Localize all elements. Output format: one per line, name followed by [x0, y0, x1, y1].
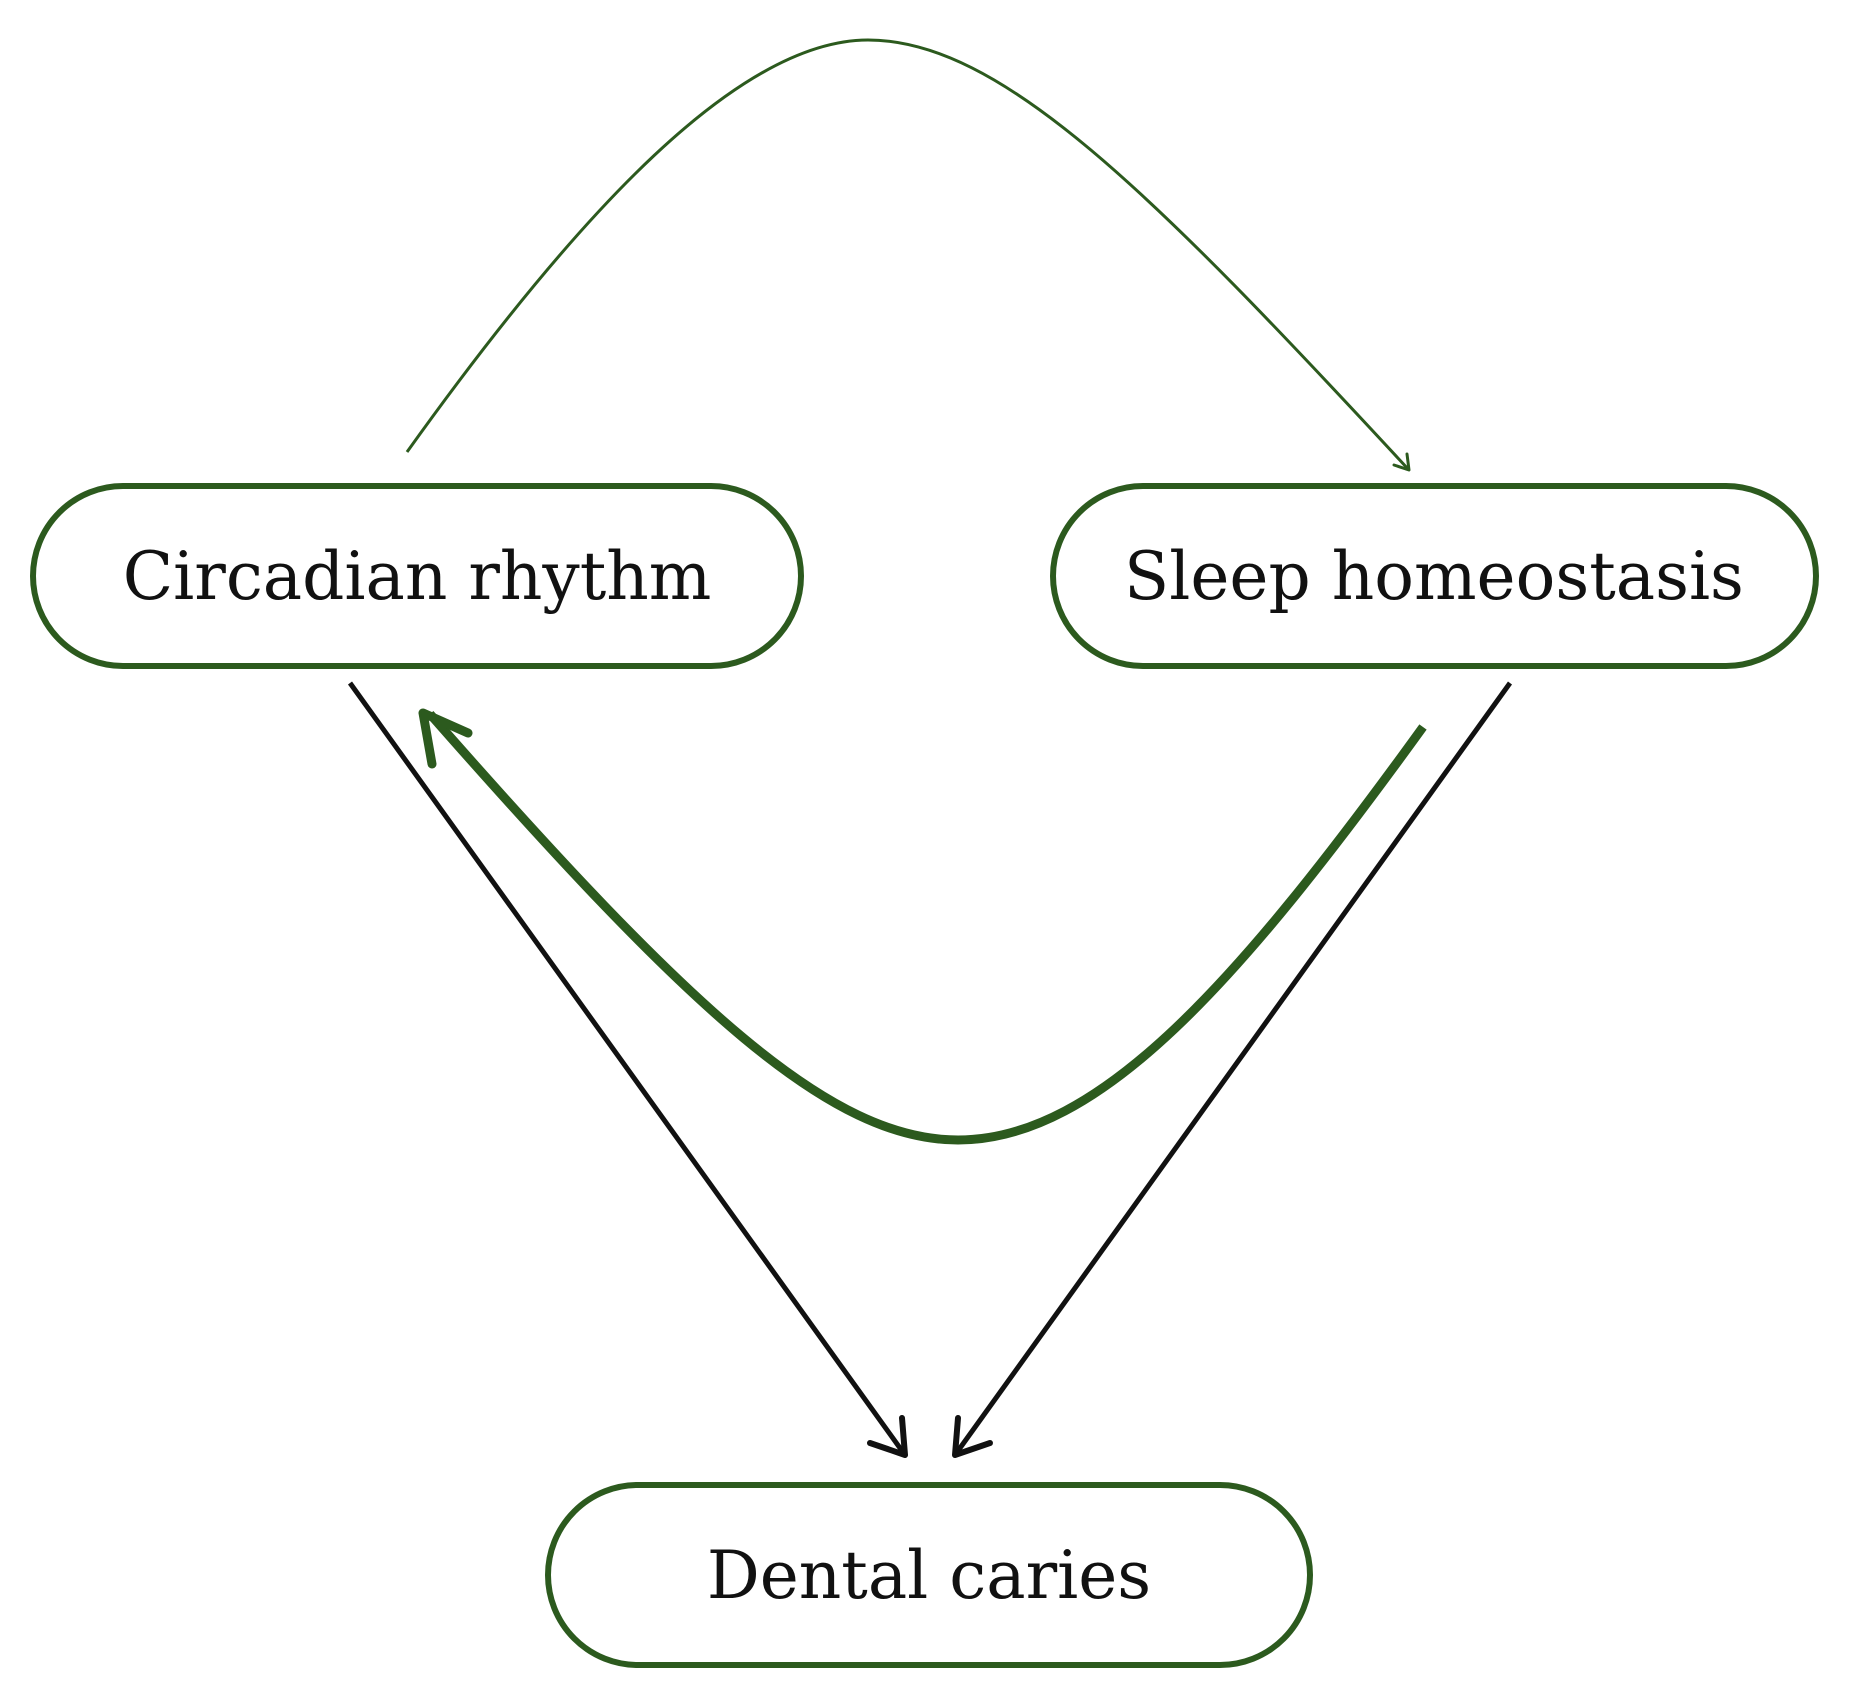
edge-circadian-to-caries-arrowhead [867, 1415, 908, 1458]
edge-sleep-to-circadian-line [426, 711, 1427, 1145]
node-dental-caries: Dental caries [545, 1482, 1313, 1668]
edge-circadian-to-sleep [405, 38, 1411, 472]
node-circadian-rhythm: Circadian rhythm [30, 483, 804, 669]
edge-sleep-to-caries-line [952, 681, 1513, 1457]
node-sleep-homeostasis-box [1050, 483, 1819, 669]
edge-circadian-to-caries [347, 681, 908, 1458]
node-dental-caries-box [545, 1482, 1313, 1668]
edge-sleep-to-caries [952, 681, 1513, 1458]
edge-circadian-to-caries-line [347, 681, 908, 1457]
edge-sleep-to-circadian-arrowhead [418, 708, 473, 769]
node-dental-caries-label: Dental caries [707, 1537, 1151, 1614]
node-circadian-rhythm-label: Circadian rhythm [123, 538, 712, 615]
edge-circadian-to-sleep-line [405, 38, 1411, 472]
node-circadian-rhythm-box [30, 483, 804, 669]
node-sleep-homeostasis: Sleep homeostasis [1050, 483, 1819, 669]
edge-sleep-to-circadian [418, 708, 1427, 1145]
edge-sleep-to-caries-arrowhead [952, 1415, 993, 1458]
node-sleep-homeostasis-label: Sleep homeostasis [1124, 538, 1744, 615]
edge-circadian-to-sleep-arrowhead [1392, 452, 1411, 472]
